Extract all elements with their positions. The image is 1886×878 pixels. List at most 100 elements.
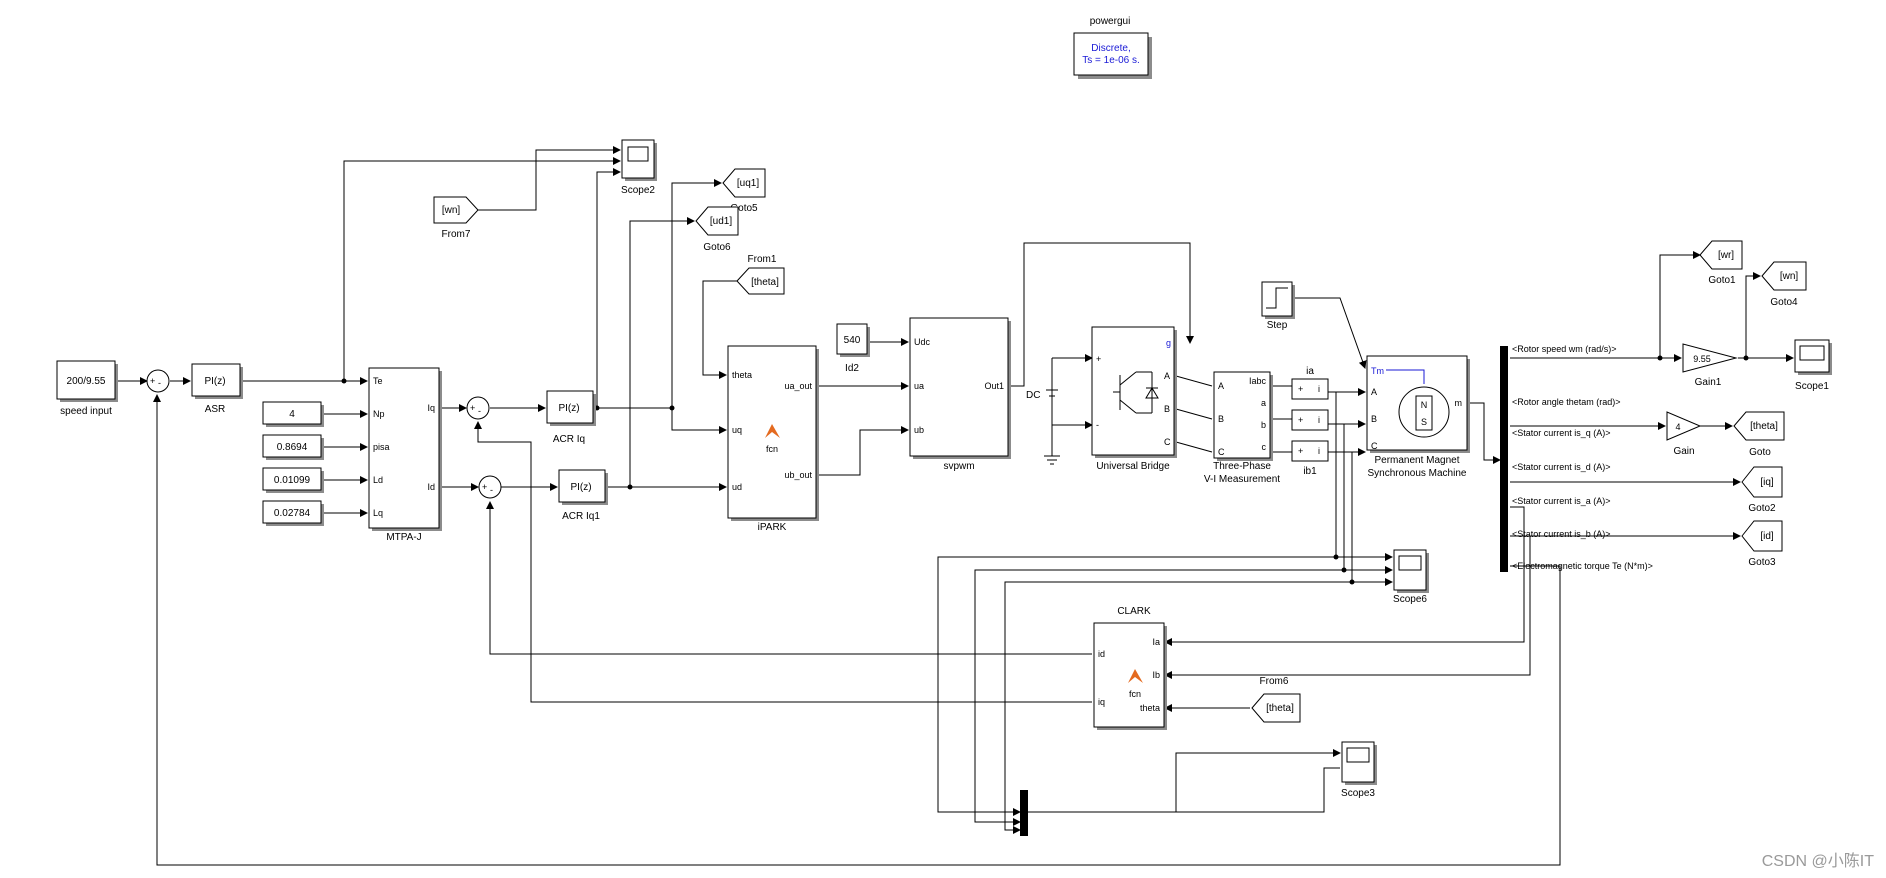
pmsm-port-tm: Tm [1371, 366, 1384, 376]
step-block[interactable]: Step [1261, 281, 1295, 331]
from1-tag-block[interactable]: [theta] From1 [736, 254, 785, 295]
from6-label: From6 [1260, 676, 1289, 687]
matlab-logo-icon [765, 424, 780, 438]
pmsm-port-m: m [1455, 398, 1463, 408]
signal-wires [117, 146, 1794, 866]
ib-current-sensor[interactable]: + i [1291, 409, 1329, 431]
dc-label: DC [1026, 390, 1040, 401]
goto6-label: Goto6 [703, 242, 731, 253]
asr-pi-block[interactable]: PI(z) ASR [191, 363, 243, 415]
goto2-label: Goto2 [1748, 503, 1776, 514]
mtpa-port-iq: Iq [427, 403, 435, 413]
np-constant[interactable]: 4 [262, 401, 324, 427]
goto6-tag-block[interactable]: [ud1] Goto6 [695, 206, 739, 253]
id-sum-block[interactable]: + - [478, 475, 502, 499]
bus-selector-block[interactable]: <Rotor speed wm (rad/s)> <Rotor angle th… [1500, 344, 1653, 572]
bridge-port-b: B [1164, 404, 1170, 414]
acr-id-pi-block[interactable]: PI(z) ACR Iq1 [558, 469, 608, 522]
svg-text:+: + [1298, 384, 1303, 394]
svg-text:+: + [482, 482, 487, 492]
ipark-port-ub-out: ub_out [784, 470, 812, 480]
goto4-tag-block[interactable]: [wn] Goto4 [1761, 261, 1807, 308]
svpwm-port-ua: ua [914, 381, 924, 391]
scope6-block[interactable]: Scope6 [1393, 549, 1429, 605]
vi-port-c-out: c [1262, 442, 1267, 452]
powergui-ts: Ts = 1e-06 s. [1082, 55, 1140, 66]
from6-tag-block[interactable]: [theta] From6 [1251, 676, 1301, 723]
ia-current-sensor[interactable]: + i ia [1291, 366, 1329, 400]
svg-text:+: + [1298, 415, 1303, 425]
goto-label: Goto [1749, 447, 1771, 458]
mux-block[interactable] [1020, 790, 1028, 836]
vi-port-a-in: A [1218, 381, 1224, 391]
clark-port-id: id [1098, 649, 1105, 659]
vi-label-1: Three-Phase [1213, 461, 1271, 472]
ib1-label: ib1 [1303, 466, 1317, 477]
bus-signal-angle: <Rotor angle thetam (rad)> [1512, 397, 1621, 407]
mtpa-port-id: Id [427, 482, 435, 492]
pmsm-block[interactable]: Tm A B C m N S Permanent Magnet Synchron… [1366, 355, 1470, 479]
from7-tag: [wn] [442, 205, 461, 216]
acr-iq-label: ACR Iq [553, 434, 585, 445]
asr-label: ASR [205, 404, 226, 415]
vi-port-b-out: b [1261, 420, 1266, 430]
goto1-tag-block[interactable]: [wr] Goto1 [1699, 240, 1743, 286]
from7-tag-block[interactable]: [wn] From7 [433, 196, 479, 240]
ipark-function-block[interactable]: theta uq ud ua_out ub_out fcn iPARK [727, 345, 819, 533]
matlab-logo-icon [1128, 669, 1143, 683]
universal-bridge-block[interactable]: + - g A B C Universal Bridge [1091, 326, 1177, 472]
scope2-block[interactable]: Scope2 [621, 139, 657, 196]
goto5-tag-block[interactable]: [uq1] Goto5 [722, 168, 766, 214]
bus-signal-isa: <Stator current is_a (A)> [1512, 496, 1611, 506]
gain-block[interactable]: 4 Gain [1666, 411, 1702, 457]
svpwm-label: svpwm [943, 461, 974, 472]
ib1-current-sensor[interactable]: + i ib1 [1291, 440, 1329, 477]
goto3-tag-block[interactable]: [id] Goto3 [1741, 520, 1783, 568]
speed-sum-block[interactable]: + - [146, 369, 170, 393]
mtpa-subsystem[interactable]: Te Np pisa Ld Lq Iq Id MTPA-J [368, 367, 442, 543]
psia-constant[interactable]: 0.8694 [262, 434, 324, 460]
step-label: Step [1267, 320, 1288, 331]
speed-input-label: speed input [60, 406, 112, 417]
clark-label: CLARK [1117, 606, 1151, 617]
vi-port-iabc: Iabc [1249, 376, 1267, 386]
dc-voltage-source[interactable]: DC [1026, 389, 1058, 401]
svpwm-port-ub: ub [914, 425, 924, 435]
lq-constant[interactable]: 0.02784 [262, 500, 324, 526]
svpwm-subsystem[interactable]: Udc ua ub Out1 svpwm [909, 317, 1011, 472]
clark-fn: fcn [1129, 689, 1141, 699]
scope3-block[interactable]: Scope3 [1341, 741, 1377, 799]
bridge-port-g: g [1166, 338, 1171, 348]
svg-text:-: - [490, 485, 493, 495]
svg-text:+: + [150, 376, 155, 386]
ld-value: 0.01099 [274, 475, 311, 486]
goto2-tag-block[interactable]: [iq] Goto2 [1741, 466, 1783, 514]
gain-label: Gain [1673, 446, 1694, 457]
ld-constant[interactable]: 0.01099 [262, 467, 324, 493]
clark-function-block[interactable]: CLARK Ia Ib theta id iq fcn [1093, 606, 1167, 730]
ipark-port-ua-out: ua_out [784, 381, 812, 391]
acr-id-text: PI(z) [570, 482, 591, 493]
goto3-tag: [id] [1760, 531, 1774, 542]
goto4-tag: [wn] [1780, 271, 1799, 282]
vi-measurement-block[interactable]: A B C Iabc a b c Three-Phase V-I Measure… [1204, 371, 1280, 485]
svg-text:i: i [1318, 446, 1320, 456]
speed-input-constant[interactable]: 200/9.55 speed input [56, 360, 118, 417]
clark-port-iq: iq [1098, 697, 1105, 707]
goto-theta-tag-block[interactable]: [theta] Goto [1733, 411, 1785, 458]
bus-signal-isq: <Stator current is_q (A)> [1512, 428, 1611, 438]
asr-text: PI(z) [204, 376, 225, 387]
mtpa-port-ld: Ld [373, 475, 383, 485]
bridge-port-c: C [1164, 437, 1171, 447]
iq-sum-block[interactable]: + - [466, 396, 490, 420]
ipark-port-uq: uq [732, 425, 742, 435]
pmsm-label-1: Permanent Magnet [1374, 455, 1459, 466]
scope1-block[interactable]: Scope1 [1794, 339, 1832, 392]
powergui-block[interactable]: powergui Discrete, Ts = 1e-06 s. [1073, 16, 1152, 79]
udc-constant[interactable]: 540 Id2 [836, 323, 870, 374]
acr-iq-pi-block[interactable]: PI(z) ACR Iq [546, 390, 596, 445]
vi-label-2: V-I Measurement [1204, 474, 1280, 485]
gain1-block[interactable]: 9.55 Gain1 [1682, 343, 1738, 388]
bus-signal-isd: <Stator current is_d (A)> [1512, 462, 1611, 472]
watermark-text: CSDN @小陈IT [1762, 852, 1874, 870]
